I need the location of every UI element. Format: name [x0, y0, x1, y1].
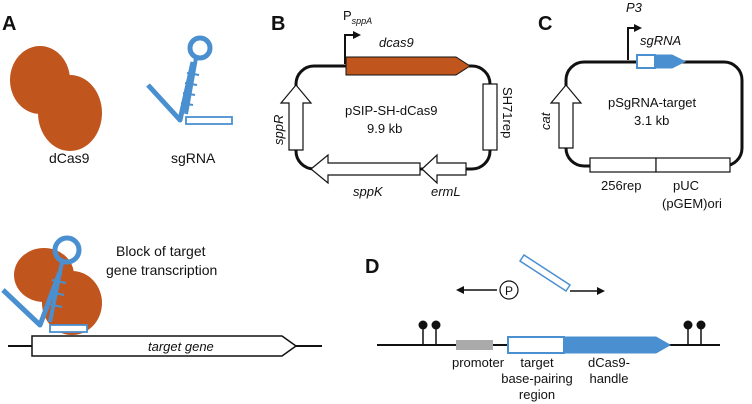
sppk-label: sppK	[353, 184, 384, 199]
panel-label-a: A	[2, 13, 16, 35]
target-label-line3: region	[519, 387, 555, 402]
pgem-ori-label: (pGEM)ori	[662, 196, 722, 211]
cat-gene-arrow	[549, 84, 583, 149]
sgrna-icon	[146, 35, 233, 125]
dcas9-handle-arrow	[563, 336, 672, 354]
cat-label: cat	[538, 111, 553, 130]
promoter-b-arrow	[344, 31, 361, 64]
sh71rep-label: SH71rep	[500, 87, 515, 138]
handle-label-line2: handle	[589, 371, 628, 386]
sgrna-handle-arrow	[654, 54, 687, 69]
phospho-label: P	[505, 284, 513, 298]
sgrna-label: sgRNA	[171, 150, 216, 166]
erml-label: ermL	[431, 184, 461, 199]
dcas9-label: dCas9	[49, 150, 90, 166]
target-gene-label: target gene	[148, 339, 214, 354]
free-sgrna-fragment	[518, 253, 572, 293]
block-label-line1: Block of target	[116, 243, 206, 259]
promoter-label: promoter	[452, 355, 505, 370]
dcas9-gene-label: dcas9	[379, 35, 414, 50]
rep256-label: 256rep	[601, 178, 641, 193]
plasmid-b-name: pSIP-SH-dCas9	[345, 103, 437, 118]
plasmid-c-size: 3.1 kb	[634, 113, 669, 128]
handle-label-line1: dCas9-	[588, 355, 630, 370]
sgrna-target-segment	[636, 54, 656, 69]
p3-promoter-arrow	[627, 24, 642, 60]
sgrna-gene-label: sgRNA	[640, 33, 681, 48]
promoter-box	[456, 340, 493, 350]
rep256-box	[589, 157, 657, 173]
promoter-b-label: PsppA	[343, 8, 372, 26]
target-label-line2: base-pairing	[501, 371, 573, 386]
target-region-box	[507, 336, 565, 354]
sppr-gene-arrow	[279, 84, 313, 151]
dcas9-protein-icon	[10, 46, 102, 151]
target-label-line1: target	[520, 355, 554, 370]
sppr-label: sppR	[271, 115, 286, 145]
puc-label: pUC	[673, 178, 699, 193]
phosphorylation-icon	[499, 280, 519, 300]
terminator-left-icon	[418, 320, 441, 345]
target-gene-arrow	[31, 335, 298, 357]
plasmid-c-name: pSgRNA-target	[608, 95, 697, 110]
terminator-right-icon	[683, 320, 706, 345]
sh71rep-box	[482, 83, 498, 151]
dcas9-bound-complex	[1, 235, 102, 335]
panel-label-c: C	[538, 13, 552, 35]
dcas9-gene-arrow	[345, 56, 471, 76]
puc-ori-box	[655, 157, 731, 173]
plasmid-b-size: 9.9 kb	[367, 121, 402, 136]
block-label-line2: gene transcription	[106, 262, 217, 278]
sppk-gene-arrow	[310, 153, 421, 185]
p3-promoter-label: P3	[626, 0, 643, 15]
panel-label-d: D	[365, 256, 379, 278]
erml-gene-arrow	[421, 153, 467, 185]
panel-label-b: B	[271, 13, 285, 35]
